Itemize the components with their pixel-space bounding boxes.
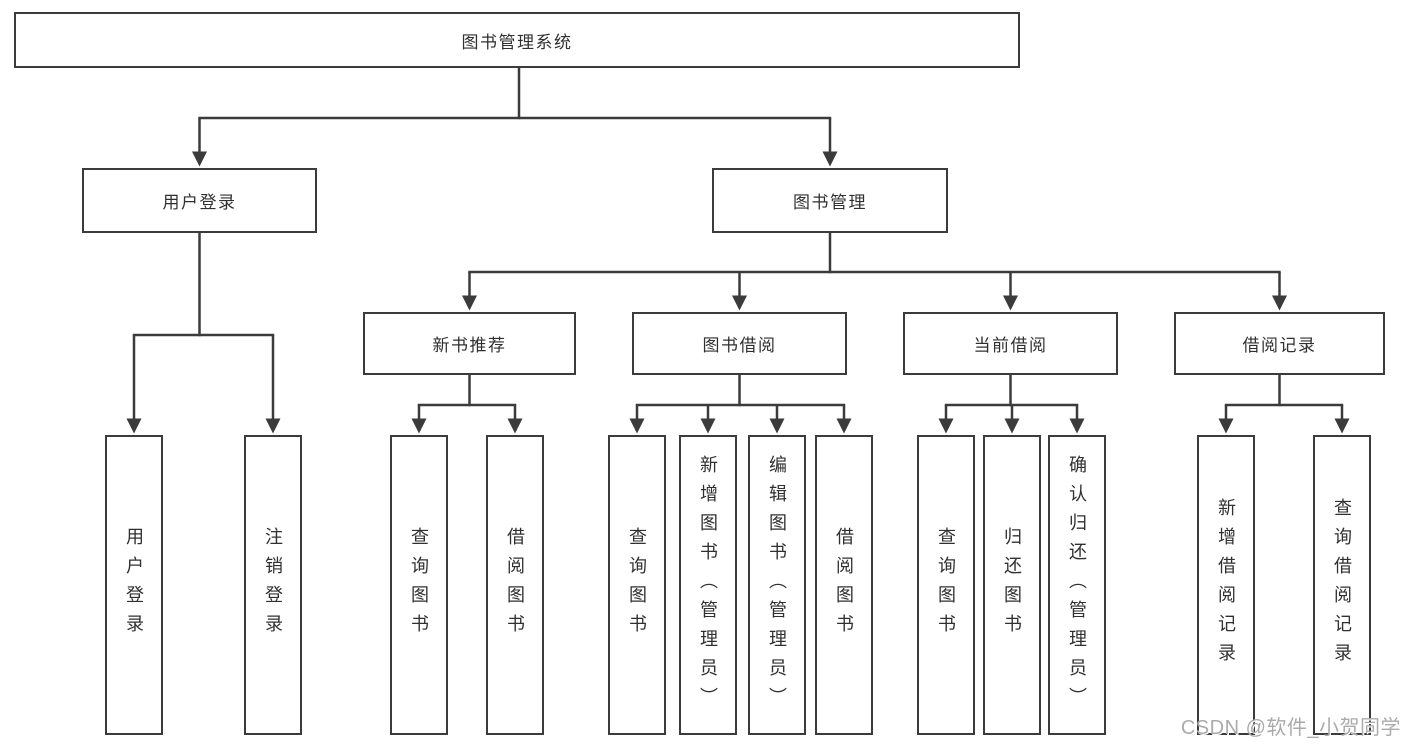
node-label: 归还图书 xyxy=(1002,527,1022,643)
node-label: 图书管理 xyxy=(793,193,867,212)
node-label: 用户登录 xyxy=(124,527,144,643)
node-user-login: 用户登录 xyxy=(105,435,163,735)
edges-new-book-recommend xyxy=(411,375,523,434)
node-new-book-recommend: 新书推荐 xyxy=(363,312,576,375)
watermark-text: CSDN @软件_小贺同学 xyxy=(1180,717,1401,739)
edges-borrow-records xyxy=(1218,375,1350,434)
edges-root-to-level2 xyxy=(192,68,838,167)
node-label: 查询图书 xyxy=(409,527,429,643)
node-label: 借阅图书 xyxy=(834,527,854,643)
node-add-book-admin: 新增图书（管理员） xyxy=(679,435,737,735)
node-label: 确认归还（管理员） xyxy=(1067,454,1087,716)
node-label: 图书借阅 xyxy=(702,336,777,355)
node-logout: 注销登录 xyxy=(244,435,302,735)
node-query-books-borrow: 查询图书 xyxy=(608,435,666,735)
edges-user-login-to-leaves xyxy=(126,233,281,434)
node-confirm-return-admin: 确认归还（管理员） xyxy=(1048,435,1106,735)
node-borrow-records: 借阅记录 xyxy=(1174,312,1385,375)
node-label: 查询图书 xyxy=(627,527,647,643)
node-label: 借阅记录 xyxy=(1242,336,1317,355)
node-borrow-books-recommend: 借阅图书 xyxy=(486,435,544,735)
node-edit-book-admin: 编辑图书（管理员） xyxy=(748,435,806,735)
node-label: 新增图书（管理员） xyxy=(698,454,718,716)
node-label: 用户登录 xyxy=(162,193,237,212)
node-user-login-module: 用户登录 xyxy=(82,168,317,233)
node-current-borrow: 当前借阅 xyxy=(903,312,1118,375)
node-borrow-books-borrow: 借阅图书 xyxy=(815,435,873,735)
node-library-management-system: 图书管理系统 xyxy=(14,12,1020,68)
node-book-management: 图书管理 xyxy=(712,168,948,233)
node-query-books-current: 查询图书 xyxy=(917,435,975,735)
edges-book-borrow xyxy=(629,375,852,434)
node-label: 图书管理系统 xyxy=(461,32,573,52)
node-book-borrow: 图书借阅 xyxy=(632,312,847,375)
node-label: 新增借阅记录 xyxy=(1216,498,1236,672)
node-label: 编辑图书（管理员） xyxy=(767,454,787,716)
node-label: 新书推荐 xyxy=(432,336,507,355)
node-label: 查询借阅记录 xyxy=(1332,498,1352,672)
node-query-borrow-record: 查询借阅记录 xyxy=(1313,435,1371,735)
node-query-books-recommend: 查询图书 xyxy=(390,435,448,735)
node-label: 借阅图书 xyxy=(505,527,525,643)
node-return-books: 归还图书 xyxy=(983,435,1041,735)
node-add-borrow-record: 新增借阅记录 xyxy=(1197,435,1255,735)
node-label: 当前借阅 xyxy=(973,336,1048,355)
node-label: 查询图书 xyxy=(936,527,956,643)
edges-current-borrow xyxy=(938,375,1085,434)
node-label: 注销登录 xyxy=(263,527,283,643)
edges-book-mgmt-to-level3 xyxy=(462,233,1287,311)
